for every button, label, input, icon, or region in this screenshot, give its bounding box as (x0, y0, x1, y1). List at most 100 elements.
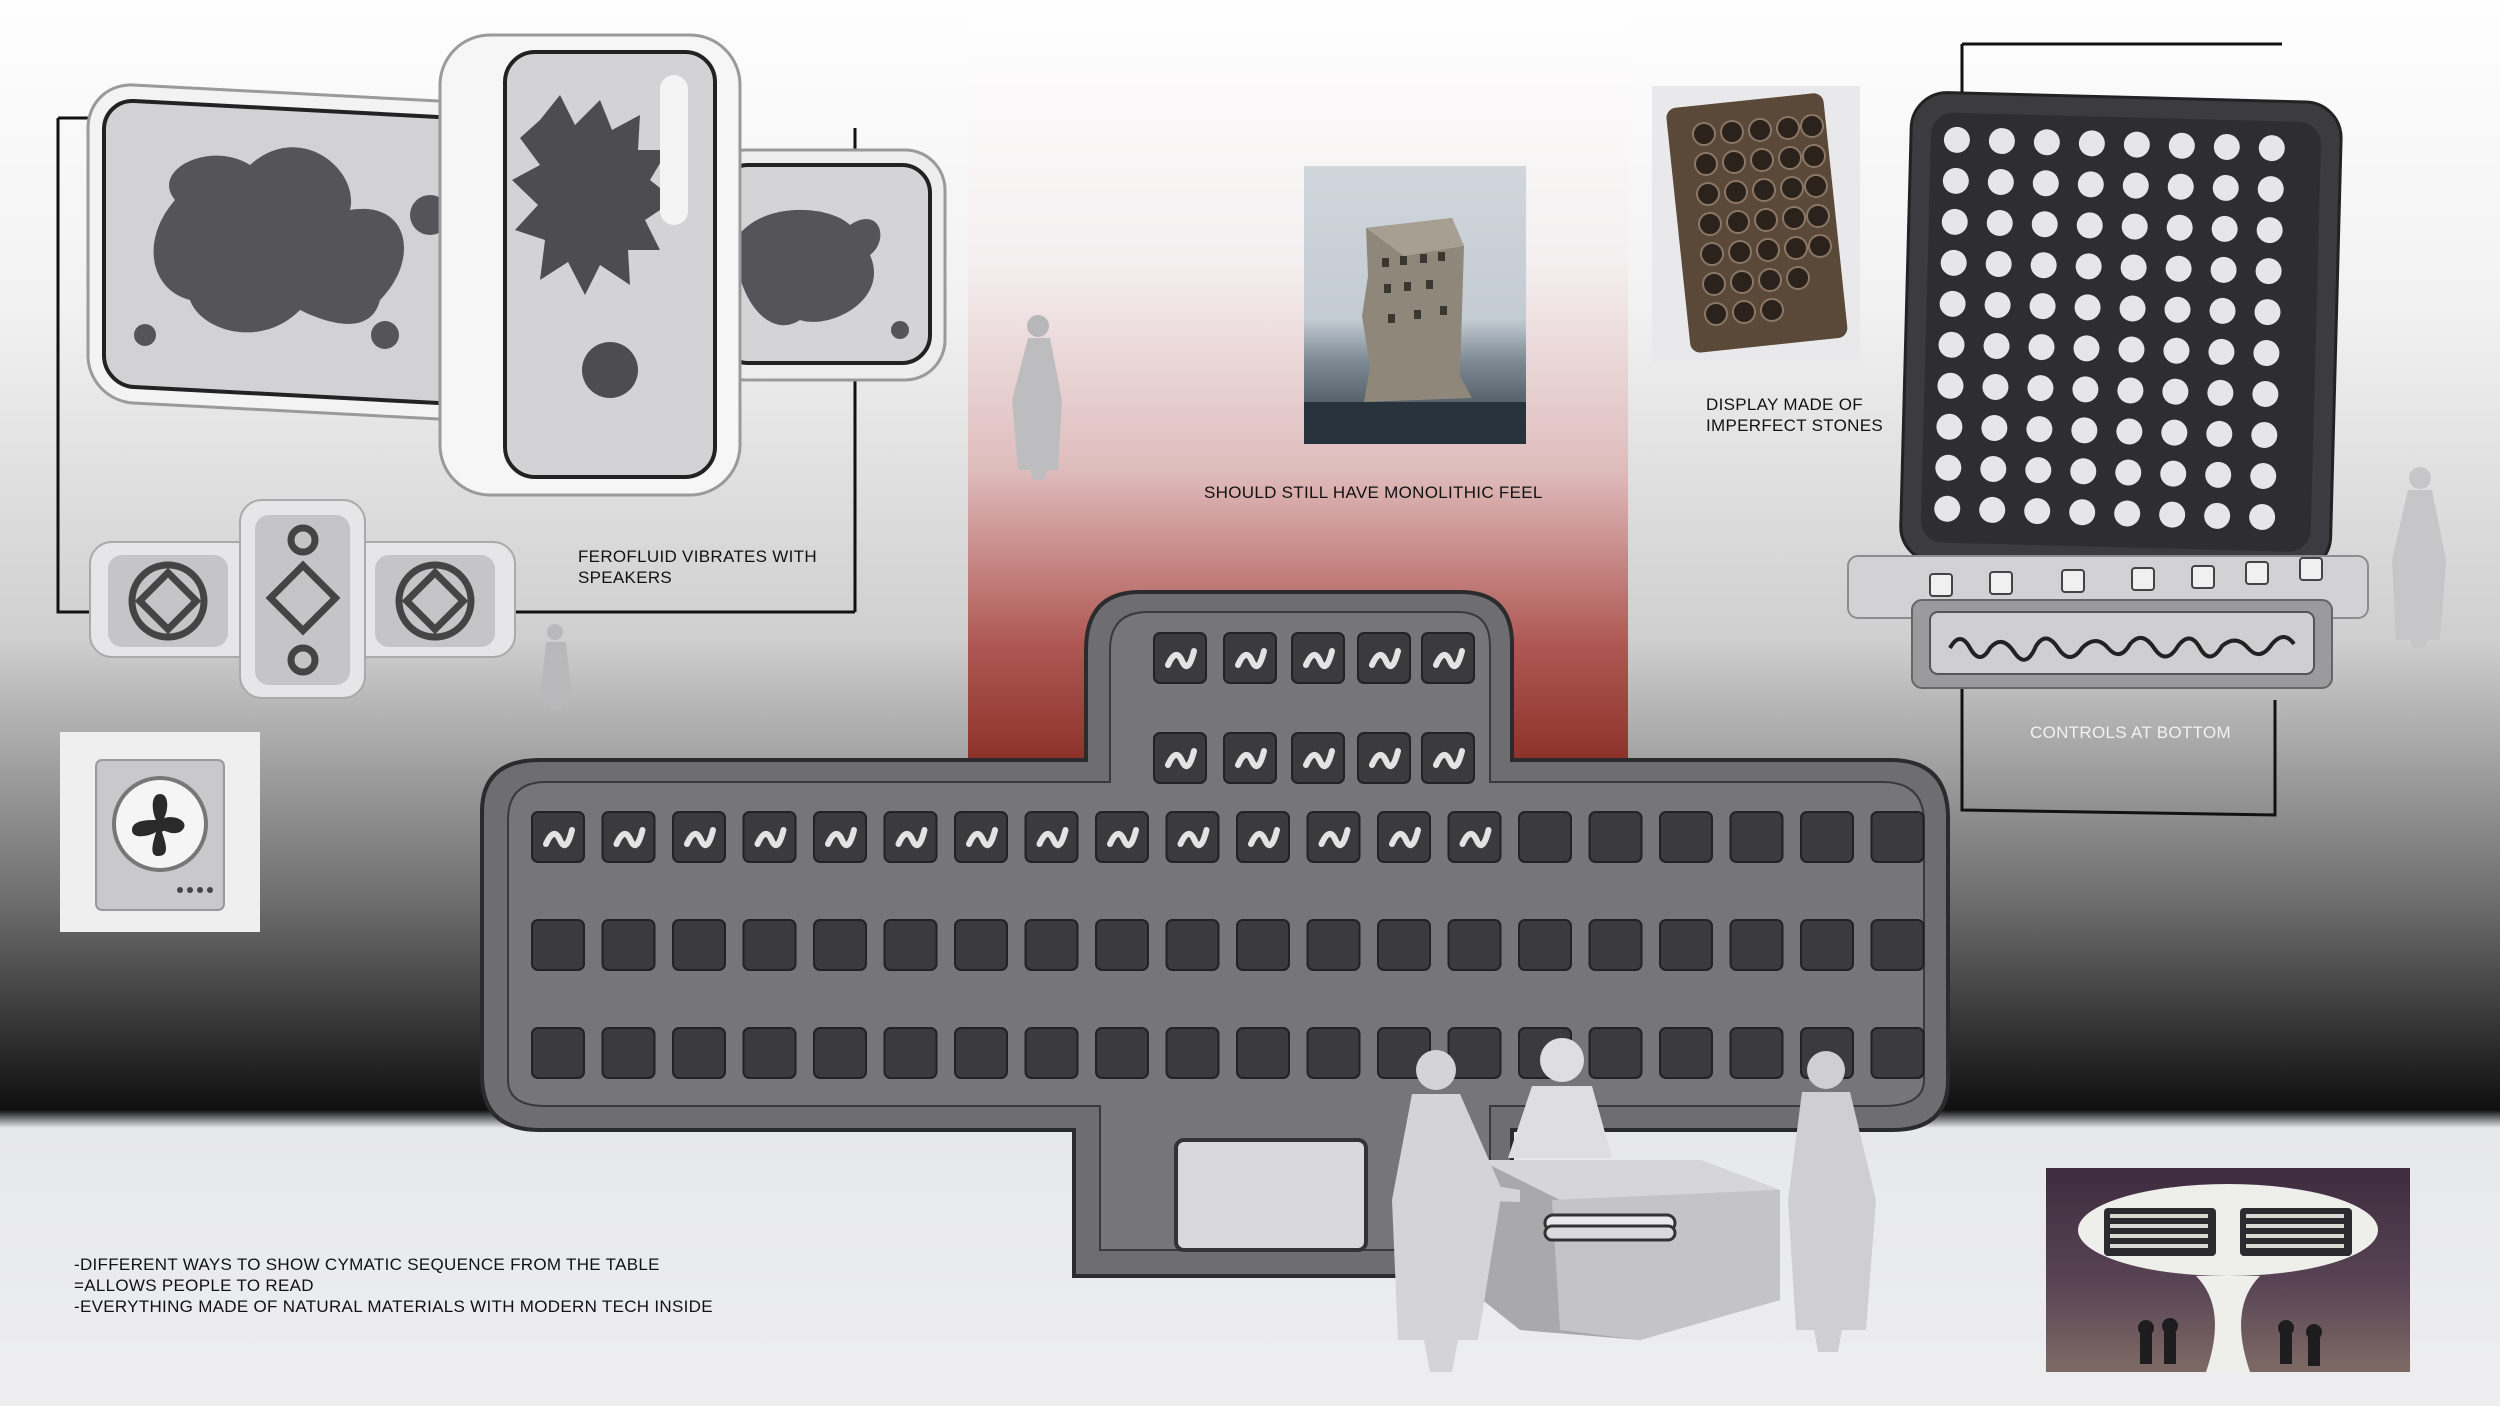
wall-tile (1165, 1027, 1220, 1079)
wall-tile (954, 919, 1008, 971)
stone (2255, 258, 2282, 285)
stone (2117, 377, 2144, 404)
wall-tile (1659, 1027, 1713, 1079)
wall-tile (1588, 919, 1643, 971)
wall-tile (1447, 919, 1502, 971)
stone (2258, 135, 2285, 162)
stone (2166, 214, 2193, 241)
stone (2163, 337, 2190, 364)
stone (2027, 375, 2054, 402)
stone (1982, 373, 2009, 400)
stone (2077, 171, 2104, 198)
stone (2029, 293, 2056, 320)
stone (1935, 454, 1962, 481)
wall-tile (1447, 1027, 1502, 1079)
stone (2073, 335, 2100, 362)
stone (2072, 376, 2099, 403)
stone (2160, 460, 2187, 487)
stone (1986, 210, 2013, 237)
stone (2030, 252, 2057, 279)
stone (2120, 254, 2147, 281)
stone (2075, 253, 2102, 280)
ferrofluid-tank-right (703, 148, 947, 382)
pattern-tray (89, 499, 516, 699)
stone (2162, 378, 2189, 405)
stone (1981, 414, 2008, 441)
wall-tile (1588, 1027, 1643, 1079)
stone (1988, 128, 2015, 155)
stone (2025, 457, 2052, 484)
stone (2074, 294, 2101, 321)
stone (2168, 132, 2195, 159)
stone (2159, 501, 2186, 528)
stone (1983, 332, 2010, 359)
stone (2211, 215, 2238, 242)
wall-tile (1870, 811, 1925, 863)
wall-tile (1800, 811, 1854, 863)
stone (1936, 413, 1963, 440)
wall-tile (601, 1027, 656, 1079)
stone (1980, 455, 2007, 482)
device-reference-photo (60, 732, 260, 932)
mancala-board-icon (1666, 93, 1848, 353)
wall-tile (1095, 1027, 1149, 1079)
stone (2254, 299, 2281, 326)
stone (2114, 500, 2141, 527)
stone (2251, 422, 2278, 449)
stone (2032, 170, 2059, 197)
stone (2207, 379, 2234, 406)
stone (2026, 416, 2053, 443)
robed-figure-icon (1012, 315, 1062, 480)
stone (2161, 419, 2188, 446)
stone (2205, 461, 2232, 488)
stone (1940, 249, 1967, 276)
stone (2249, 503, 2276, 530)
wall-tile (1165, 919, 1220, 971)
stone (2250, 463, 2277, 490)
stone (2209, 297, 2236, 324)
wall-tile (1518, 919, 1572, 971)
wall-tile (1588, 811, 1643, 863)
design-notes: -DIFFERENT WAYS TO SHOW CYMATIC SEQUENCE… (74, 1255, 713, 1316)
stone (2118, 336, 2145, 363)
stone (2028, 334, 2055, 361)
wall-tile (813, 1027, 867, 1079)
ferrofluid-tank-center (438, 33, 742, 497)
wall-tile (1659, 811, 1713, 863)
figure-right (2392, 467, 2446, 648)
stone (1987, 169, 2014, 196)
stone (2256, 217, 2283, 244)
wall-tile (813, 919, 867, 971)
wall-tile (1729, 811, 1784, 863)
wall-tile (1095, 919, 1149, 971)
stone (2069, 499, 2096, 526)
rock-tower-icon (1304, 218, 1526, 444)
wall-tile (954, 1027, 1008, 1079)
stone (2206, 420, 2233, 447)
wall-tile (1729, 1027, 1784, 1079)
stone (2071, 417, 2098, 444)
wall-tile (1236, 1027, 1290, 1079)
stone (2119, 295, 2146, 322)
wall-tile (1659, 919, 1713, 971)
controls-annotation: CONTROLS AT BOTTOM (2030, 723, 2231, 742)
stone (2116, 418, 2143, 445)
stone (2115, 459, 2142, 486)
stone (1979, 496, 2006, 523)
wall-tile (883, 919, 938, 971)
stone (1942, 167, 1969, 194)
stone (1938, 331, 1965, 358)
wall-tile (1870, 1027, 1925, 1079)
stone (1984, 292, 2011, 319)
wall-tile (1024, 1027, 1079, 1079)
stone (2257, 176, 2284, 203)
stone (2208, 338, 2235, 365)
stone (2213, 133, 2240, 160)
monolithic-annotation: SHOULD STILL HAVE MONOLITHIC FEEL (1204, 483, 1543, 502)
wall-tile (1870, 919, 1925, 971)
stones-annotation: DISPLAY MADE OF IMPERFECT STONES (1706, 395, 1884, 435)
stone (1934, 495, 1961, 522)
wall-tile (531, 1027, 585, 1079)
